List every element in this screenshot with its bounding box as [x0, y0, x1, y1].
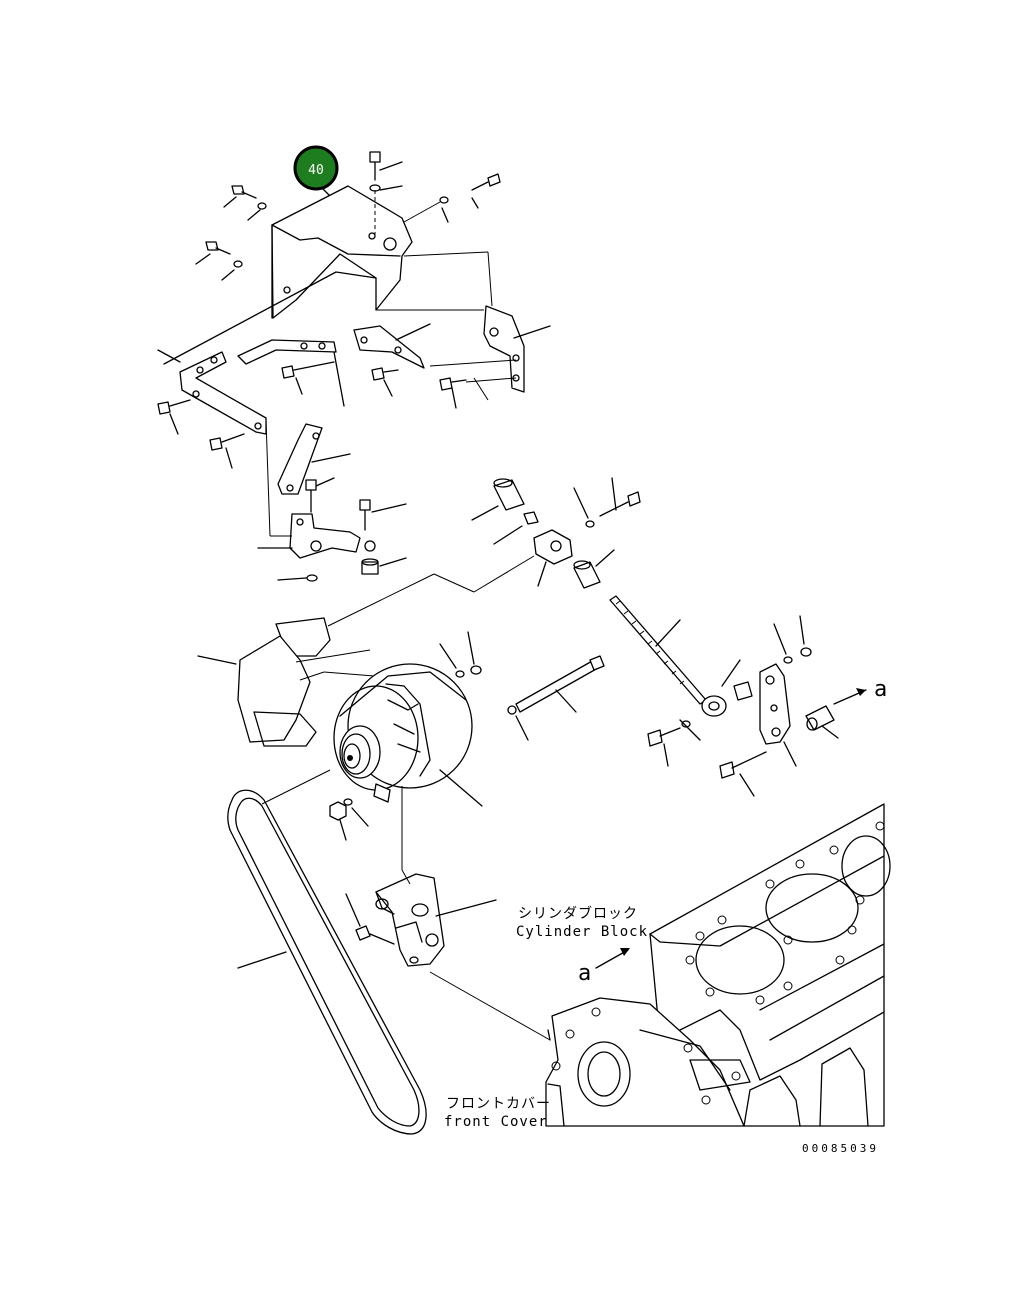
top-bracket-plate — [271, 185, 413, 319]
callout-40[interactable]: 40 — [293, 145, 339, 197]
view-arrow-label-a: a — [874, 677, 887, 702]
middle-bolts — [157, 359, 517, 537]
front-cover — [545, 997, 751, 1127]
lower-small-bracket — [257, 477, 407, 582]
alternator-long-bolt — [439, 631, 605, 741]
alternator-mount-bracket — [345, 869, 551, 1041]
adjusting-rod — [609, 595, 812, 717]
figure-id: 00085039 — [802, 1142, 879, 1155]
cylinder-block-label-en: Cylinder Block — [516, 924, 648, 940]
adjuster-plate: a — [647, 663, 887, 797]
v-belt — [227, 789, 427, 1135]
view-arrow-a-lower: a — [578, 948, 630, 986]
cylinder-block — [649, 803, 891, 1127]
view-arrow-label-a-lower: a — [578, 961, 591, 986]
cylinder-block-label-jp: シリンダブロック — [518, 905, 638, 922]
heat-shield — [197, 617, 425, 747]
nut-washer — [329, 798, 369, 841]
middle-brackets — [157, 251, 551, 495]
alternator — [261, 663, 483, 870]
adjuster-parts — [327, 477, 641, 627]
front-cover-label-en: front Cover — [444, 1114, 548, 1130]
front-cover-label-jp: フロントカバー — [446, 1096, 551, 1112]
top-bolts — [195, 151, 501, 281]
callout-number: 40 — [308, 163, 324, 178]
